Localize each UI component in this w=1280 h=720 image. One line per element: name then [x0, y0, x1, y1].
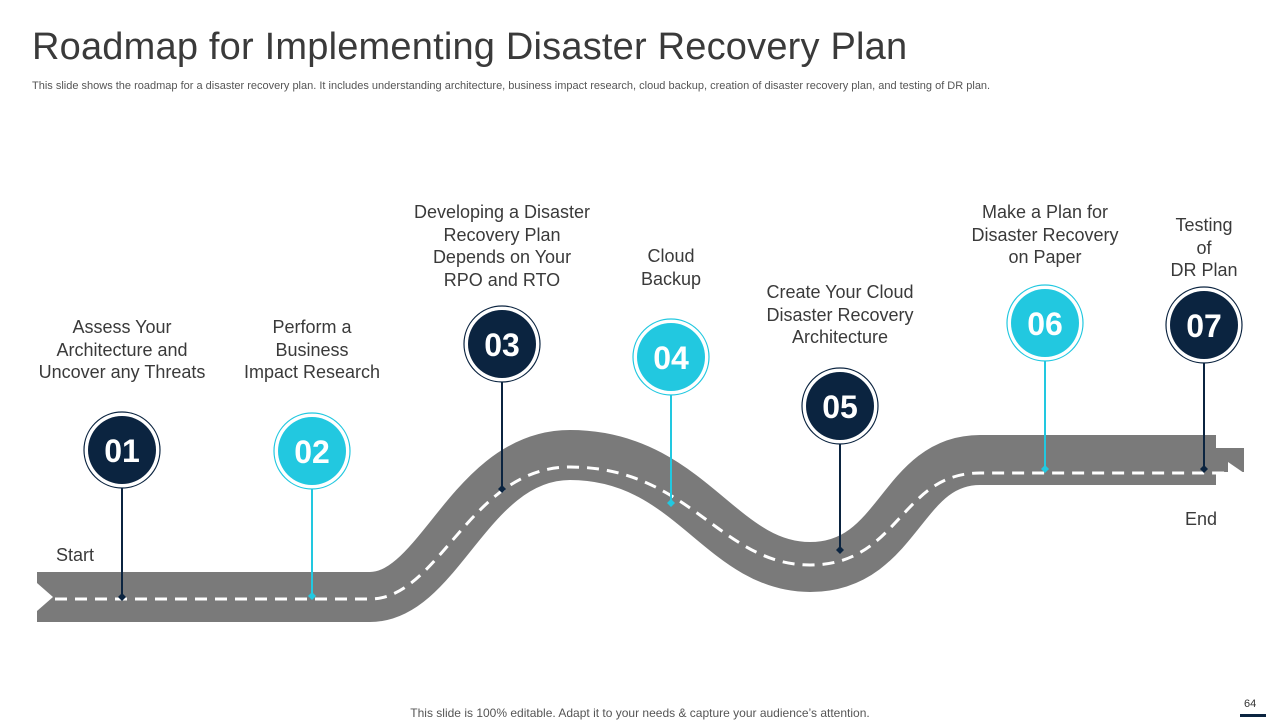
- road-end-arrowhead: [1228, 462, 1244, 484]
- road-start-notch: [37, 583, 53, 611]
- step-6-anchor: [1041, 465, 1049, 473]
- step-2-circle: [278, 417, 346, 485]
- road: [37, 429, 1216, 622]
- step-2-anchor: [308, 592, 316, 600]
- step-6-number: 06: [1027, 306, 1063, 342]
- step-1-circle: [88, 416, 156, 484]
- step-6-circle: [1011, 289, 1079, 357]
- end-label: End: [1185, 509, 1218, 529]
- step-5-anchor: [836, 546, 844, 554]
- step-7-label: Testing of DR Plan: [1170, 215, 1238, 280]
- step-4-label: Cloud Backup: [640, 246, 702, 289]
- step-5-number: 05: [822, 389, 858, 425]
- page-subtitle: This slide shows the roadmap for a disas…: [32, 80, 991, 92]
- step-3-label: Developing a Disaster Recovery Plan Depe…: [413, 202, 591, 290]
- step-3-circle: [468, 310, 536, 378]
- step-2-label: Perform a Business Impact Research: [243, 317, 381, 382]
- footer-note: This slide is 100% editable. Adapt it to…: [410, 706, 870, 720]
- step-7-number: 07: [1186, 308, 1222, 344]
- step-1-number: 01: [104, 433, 140, 469]
- start-label: Start: [56, 545, 95, 565]
- step-4-number: 04: [653, 340, 689, 376]
- step-7-anchor: [1200, 465, 1208, 473]
- step-5-circle: [806, 372, 874, 440]
- step-3-anchor: [498, 485, 506, 493]
- step-2-number: 02: [294, 434, 330, 470]
- step-4-anchor: [667, 499, 675, 507]
- page-title: Roadmap for Implementing Disaster Recove…: [32, 26, 908, 68]
- step-6-label: Make a Plan for Disaster Recovery on Pap…: [971, 202, 1119, 267]
- road-end-arrow: [1216, 448, 1244, 472]
- step-4-circle: [637, 323, 705, 391]
- page-number-bar: [1240, 714, 1266, 717]
- page-number: 64: [1244, 698, 1257, 710]
- step-1-label: Assess Your Architecture and Uncover any…: [38, 317, 206, 382]
- step-1-anchor: [118, 593, 126, 601]
- step-7-circle: [1170, 291, 1238, 359]
- step-3-number: 03: [484, 327, 520, 363]
- step-5-label: Create Your Cloud Disaster Recovery Arch…: [766, 282, 914, 347]
